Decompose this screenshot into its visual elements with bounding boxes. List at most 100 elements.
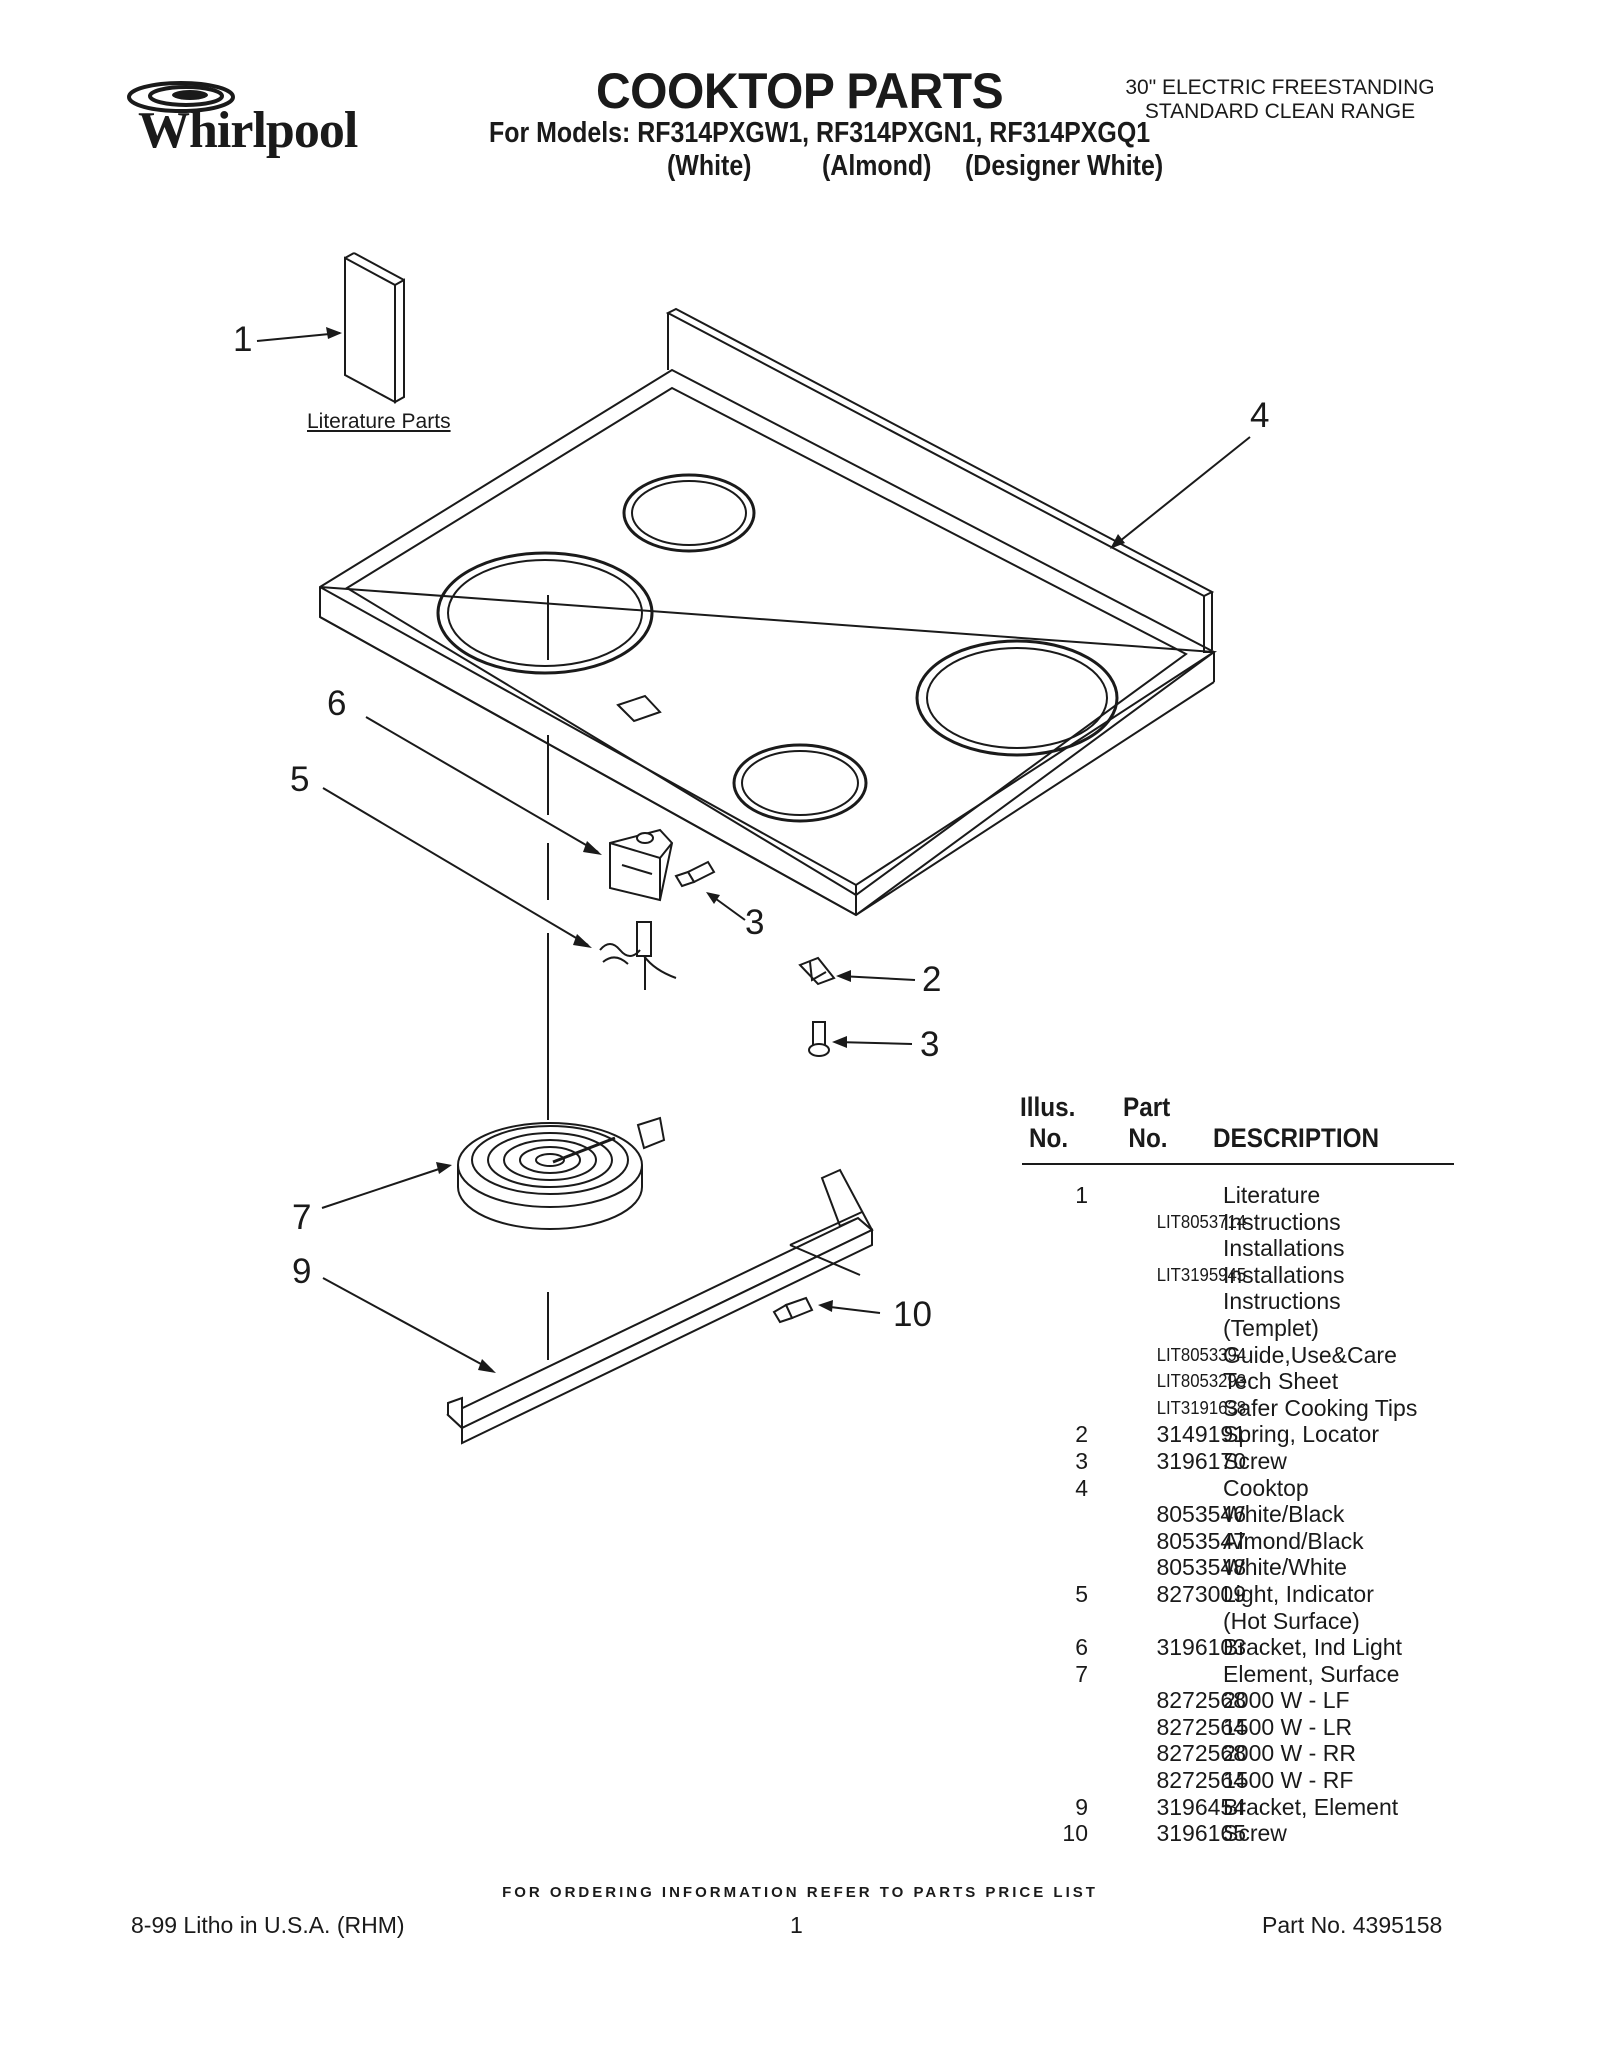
part-no-cell: LIT3191638 [1156,1397,1246,1418]
color-designer-white: (Designer White) [965,150,1164,182]
color-almond: (Almond) [822,150,932,182]
description-cell: Installations [1223,1235,1345,1262]
description-cell: Instructions [1223,1288,1341,1315]
part-no-cell: 8053546 [1156,1501,1246,1528]
table-row: (Hot Surface) [1022,1608,1462,1635]
part-no-cell: LIT8053714 [1156,1211,1246,1232]
indicator-light [599,921,677,979]
part-no-cell: 8272564 [1156,1713,1246,1740]
description-cell: 2000 W - LF [1223,1687,1350,1714]
table-row: Instructions [1022,1288,1462,1315]
description-cell: Guide,Use&Care [1223,1341,1397,1368]
description-cell: (Hot Surface) [1223,1607,1360,1634]
description-cell: 2000 W - RR [1223,1740,1356,1767]
callout-2: 2 [922,960,942,999]
description-cell: Screw [1223,1447,1287,1474]
spring-locator [798,956,836,986]
color-white: (White) [667,150,752,182]
indicator-bracket [609,828,674,902]
callout-9: 9 [292,1252,312,1291]
part-no-cell: 8053547 [1156,1527,1246,1554]
table-row: 7 Element, Surface [1022,1661,1462,1688]
callout-7: 7 [292,1198,312,1237]
table-row: 4 Cooktop [1022,1475,1462,1502]
table-header-rule [1022,1163,1454,1165]
callout-5: 5 [290,760,310,799]
part-no-cell: LIT3195945 [1156,1264,1246,1285]
callout-6: 6 [327,684,347,723]
description-cell: Almond/Black [1223,1527,1364,1554]
header-illus-line-1: Illus. [1020,1092,1076,1122]
description-cell: Bracket, Ind Light [1223,1634,1402,1661]
screw-element [772,1296,814,1324]
header-illus-line-2: No. [1029,1123,1069,1153]
part-no-cell: 3196170 [1156,1447,1246,1474]
range-type: 30" ELECTRIC FREESTANDING STANDARD CLEAN… [1080,76,1480,124]
table-row: 1 Literature [1022,1182,1462,1209]
illus-no-cell: 6 [1075,1634,1088,1661]
model-list: For Models: RF314PXGW1, RF314PXGN1, RF31… [489,117,1151,149]
description-cell: Instructions [1223,1208,1341,1235]
screw-locator [808,1021,830,1057]
illus-no-cell: 9 [1075,1793,1088,1820]
screw-bracket [674,860,716,888]
description-cell: Literature [1223,1182,1321,1208]
description-cell: Screw [1223,1820,1287,1847]
document-part-number: Part No. 4395158 [1262,1912,1443,1938]
illus-no-cell: 7 [1075,1660,1088,1687]
table-row: Installations [1022,1235,1462,1262]
part-no-cell: 8272568 [1156,1687,1246,1714]
illus-no-cell: 1 [1075,1182,1088,1208]
header-part-line-1: Part [1123,1092,1171,1122]
description-cell: Cooktop [1223,1474,1309,1501]
illus-no-cell: 3 [1075,1447,1088,1474]
page-number: 1 [790,1912,803,1938]
part-no-cell: 3149191 [1156,1421,1246,1448]
part-no-cell: 8273009 [1156,1580,1246,1607]
illus-no-cell: 10 [1062,1820,1088,1847]
description-cell: Light, Indicator [1223,1580,1374,1607]
part-no-cell: 3196454 [1156,1793,1246,1820]
description-cell: Element, Surface [1223,1660,1400,1687]
litho-info: 8-99 Litho in U.S.A. (RHM) [131,1912,405,1938]
callout-1: 1 [233,320,253,359]
description-cell: Installations [1223,1261,1345,1288]
range-type-line-2: STANDARD CLEAN RANGE [1144,100,1416,123]
part-no-cell: 8053548 [1156,1554,1246,1581]
description-cell: Bracket, Element [1223,1793,1399,1820]
illus-no-cell: 4 [1075,1474,1088,1501]
part-no-cell: 8272568 [1156,1740,1246,1767]
ordering-note: FOR ORDERING INFORMATION REFER TO PARTS … [502,1884,1098,1901]
brand-logo: Whirlpool [138,102,358,159]
description-cell: 1500 W - RF [1223,1767,1354,1794]
callout-10: 10 [893,1295,932,1334]
callout-4: 4 [1250,396,1270,435]
page-title: COOKTOP PARTS [596,63,1004,119]
header-description: DESCRIPTION [1213,1123,1380,1153]
literature-parts-label: Literature Parts [307,410,451,433]
description-cell: Spring, Locator [1223,1421,1379,1448]
table-row: (Templet) [1022,1315,1462,1342]
surface-element [457,1116,666,1230]
header-part-no: Part No. [1123,1092,1170,1154]
callout-3-lower: 3 [920,1025,940,1064]
description-cell: White/Black [1223,1501,1345,1528]
whirlpool-swirl-icon [127,81,235,113]
part-no-cell: 3196103 [1156,1634,1246,1661]
